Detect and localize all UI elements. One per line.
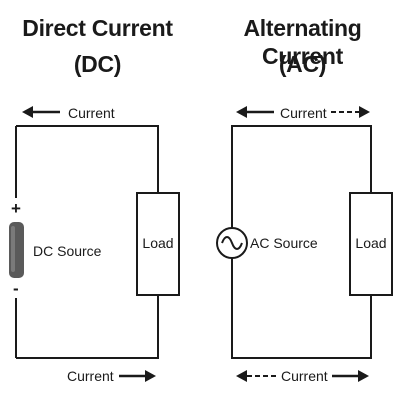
ac-bottom-right-arrowhead (358, 370, 369, 382)
dc-plus-sign: + (11, 199, 21, 218)
dc-wire-top (16, 125, 159, 193)
dc-top-arrowhead (22, 106, 33, 118)
dc-load-label: Load (142, 235, 173, 251)
ac-top-right-arrowhead (359, 106, 370, 118)
ac-abbr: (AC) (278, 51, 327, 77)
ac-load-label: Load (355, 235, 386, 251)
ac-bottom-left-arrowhead (236, 370, 247, 382)
ac-top-current-label: Current (280, 105, 327, 121)
ac-top-left-arrowhead (236, 106, 247, 118)
ac-wire-top (231, 125, 372, 228)
dc-abbr: (DC) (73, 51, 122, 77)
dc-title: Direct Current (22, 15, 173, 41)
ac-wire-bottom (231, 258, 372, 359)
dc-minus-sign: - (13, 279, 19, 298)
ac-title: Alternating Current (243, 15, 362, 69)
dc-circuit: Current Current + - DC Source Load (9, 105, 180, 384)
ac-sine-wave-icon (221, 236, 243, 250)
ac-load-box (349, 192, 393, 296)
dc-bottom-current-label: Current (67, 368, 114, 384)
ac-bottom-current-label: Current (281, 368, 328, 384)
dc-top-current-label: Current (68, 105, 115, 121)
dc-load-box (136, 192, 180, 296)
dc-source-label: DC Source (33, 243, 102, 259)
ac-circuit: Current Current AC Source Load (216, 105, 393, 384)
dc-battery-highlight (11, 226, 15, 272)
dc-wire-bottom (16, 295, 159, 359)
ac-source-label: AC Source (250, 235, 318, 251)
dc-bottom-arrowhead (145, 370, 156, 382)
